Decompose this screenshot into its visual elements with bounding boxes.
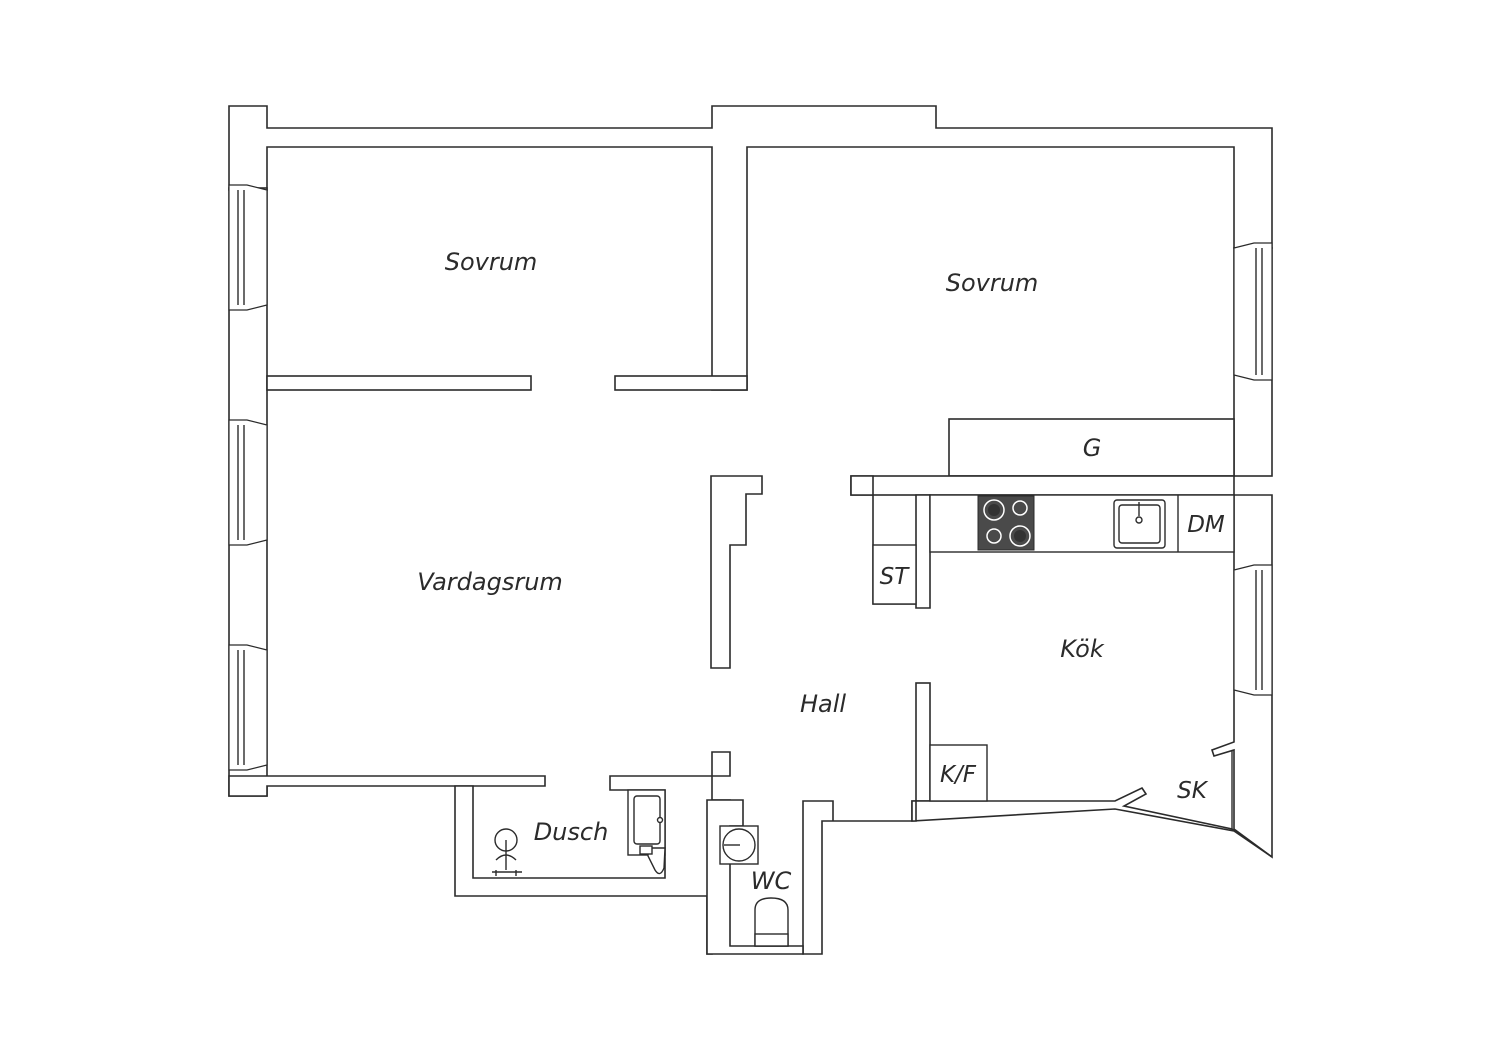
kitchen-top-wall — [850, 475, 1235, 496]
wardrobe-wall — [948, 418, 1235, 477]
label-dm: DM — [1187, 512, 1225, 538]
label-kf: K/F — [940, 762, 977, 788]
label-wc: WC — [751, 867, 792, 895]
window-right-1 — [1233, 242, 1273, 381]
central-partition — [710, 475, 763, 669]
label-sovrum-left: Sovrum — [445, 248, 538, 276]
interior-walls — [266, 375, 1273, 955]
divider-right — [614, 375, 748, 391]
window-left-1 — [228, 184, 268, 311]
window-right-2 — [1233, 564, 1273, 696]
stove-icon — [977, 495, 1035, 551]
label-hall: Hall — [800, 690, 846, 718]
shower-icon — [492, 828, 522, 876]
fridge-freezer — [929, 744, 988, 802]
room-labels: Sovrum Sovrum Vardagsrum Hall Kök Dusch … — [417, 248, 1225, 895]
kitchen-left-wall — [915, 682, 931, 802]
label-kok: Kök — [1060, 635, 1105, 663]
top-wall — [228, 105, 1273, 391]
window-left-2 — [228, 419, 268, 546]
label-st: ST — [880, 564, 911, 590]
storage-closet — [872, 544, 917, 605]
label-dusch: Dusch — [534, 818, 609, 846]
wc-basin-icon — [719, 825, 759, 865]
toilet-icon — [754, 897, 789, 947]
label-sk: SK — [1177, 778, 1209, 804]
washing-machine-icon — [639, 845, 666, 875]
label-vardagsrum: Vardagsrum — [417, 568, 563, 596]
sink-icon — [1113, 499, 1166, 549]
wc-wall — [706, 799, 804, 955]
bottom-left-wall — [228, 775, 546, 797]
fixtures — [492, 494, 1235, 947]
label-g: G — [1083, 434, 1102, 462]
windows — [228, 184, 1273, 771]
washbasin-icon — [627, 789, 666, 856]
divider-left — [266, 375, 532, 391]
window-left-3 — [228, 644, 268, 771]
hall-bottom-wall — [802, 800, 917, 955]
label-sovrum-right: Sovrum — [946, 269, 1039, 297]
